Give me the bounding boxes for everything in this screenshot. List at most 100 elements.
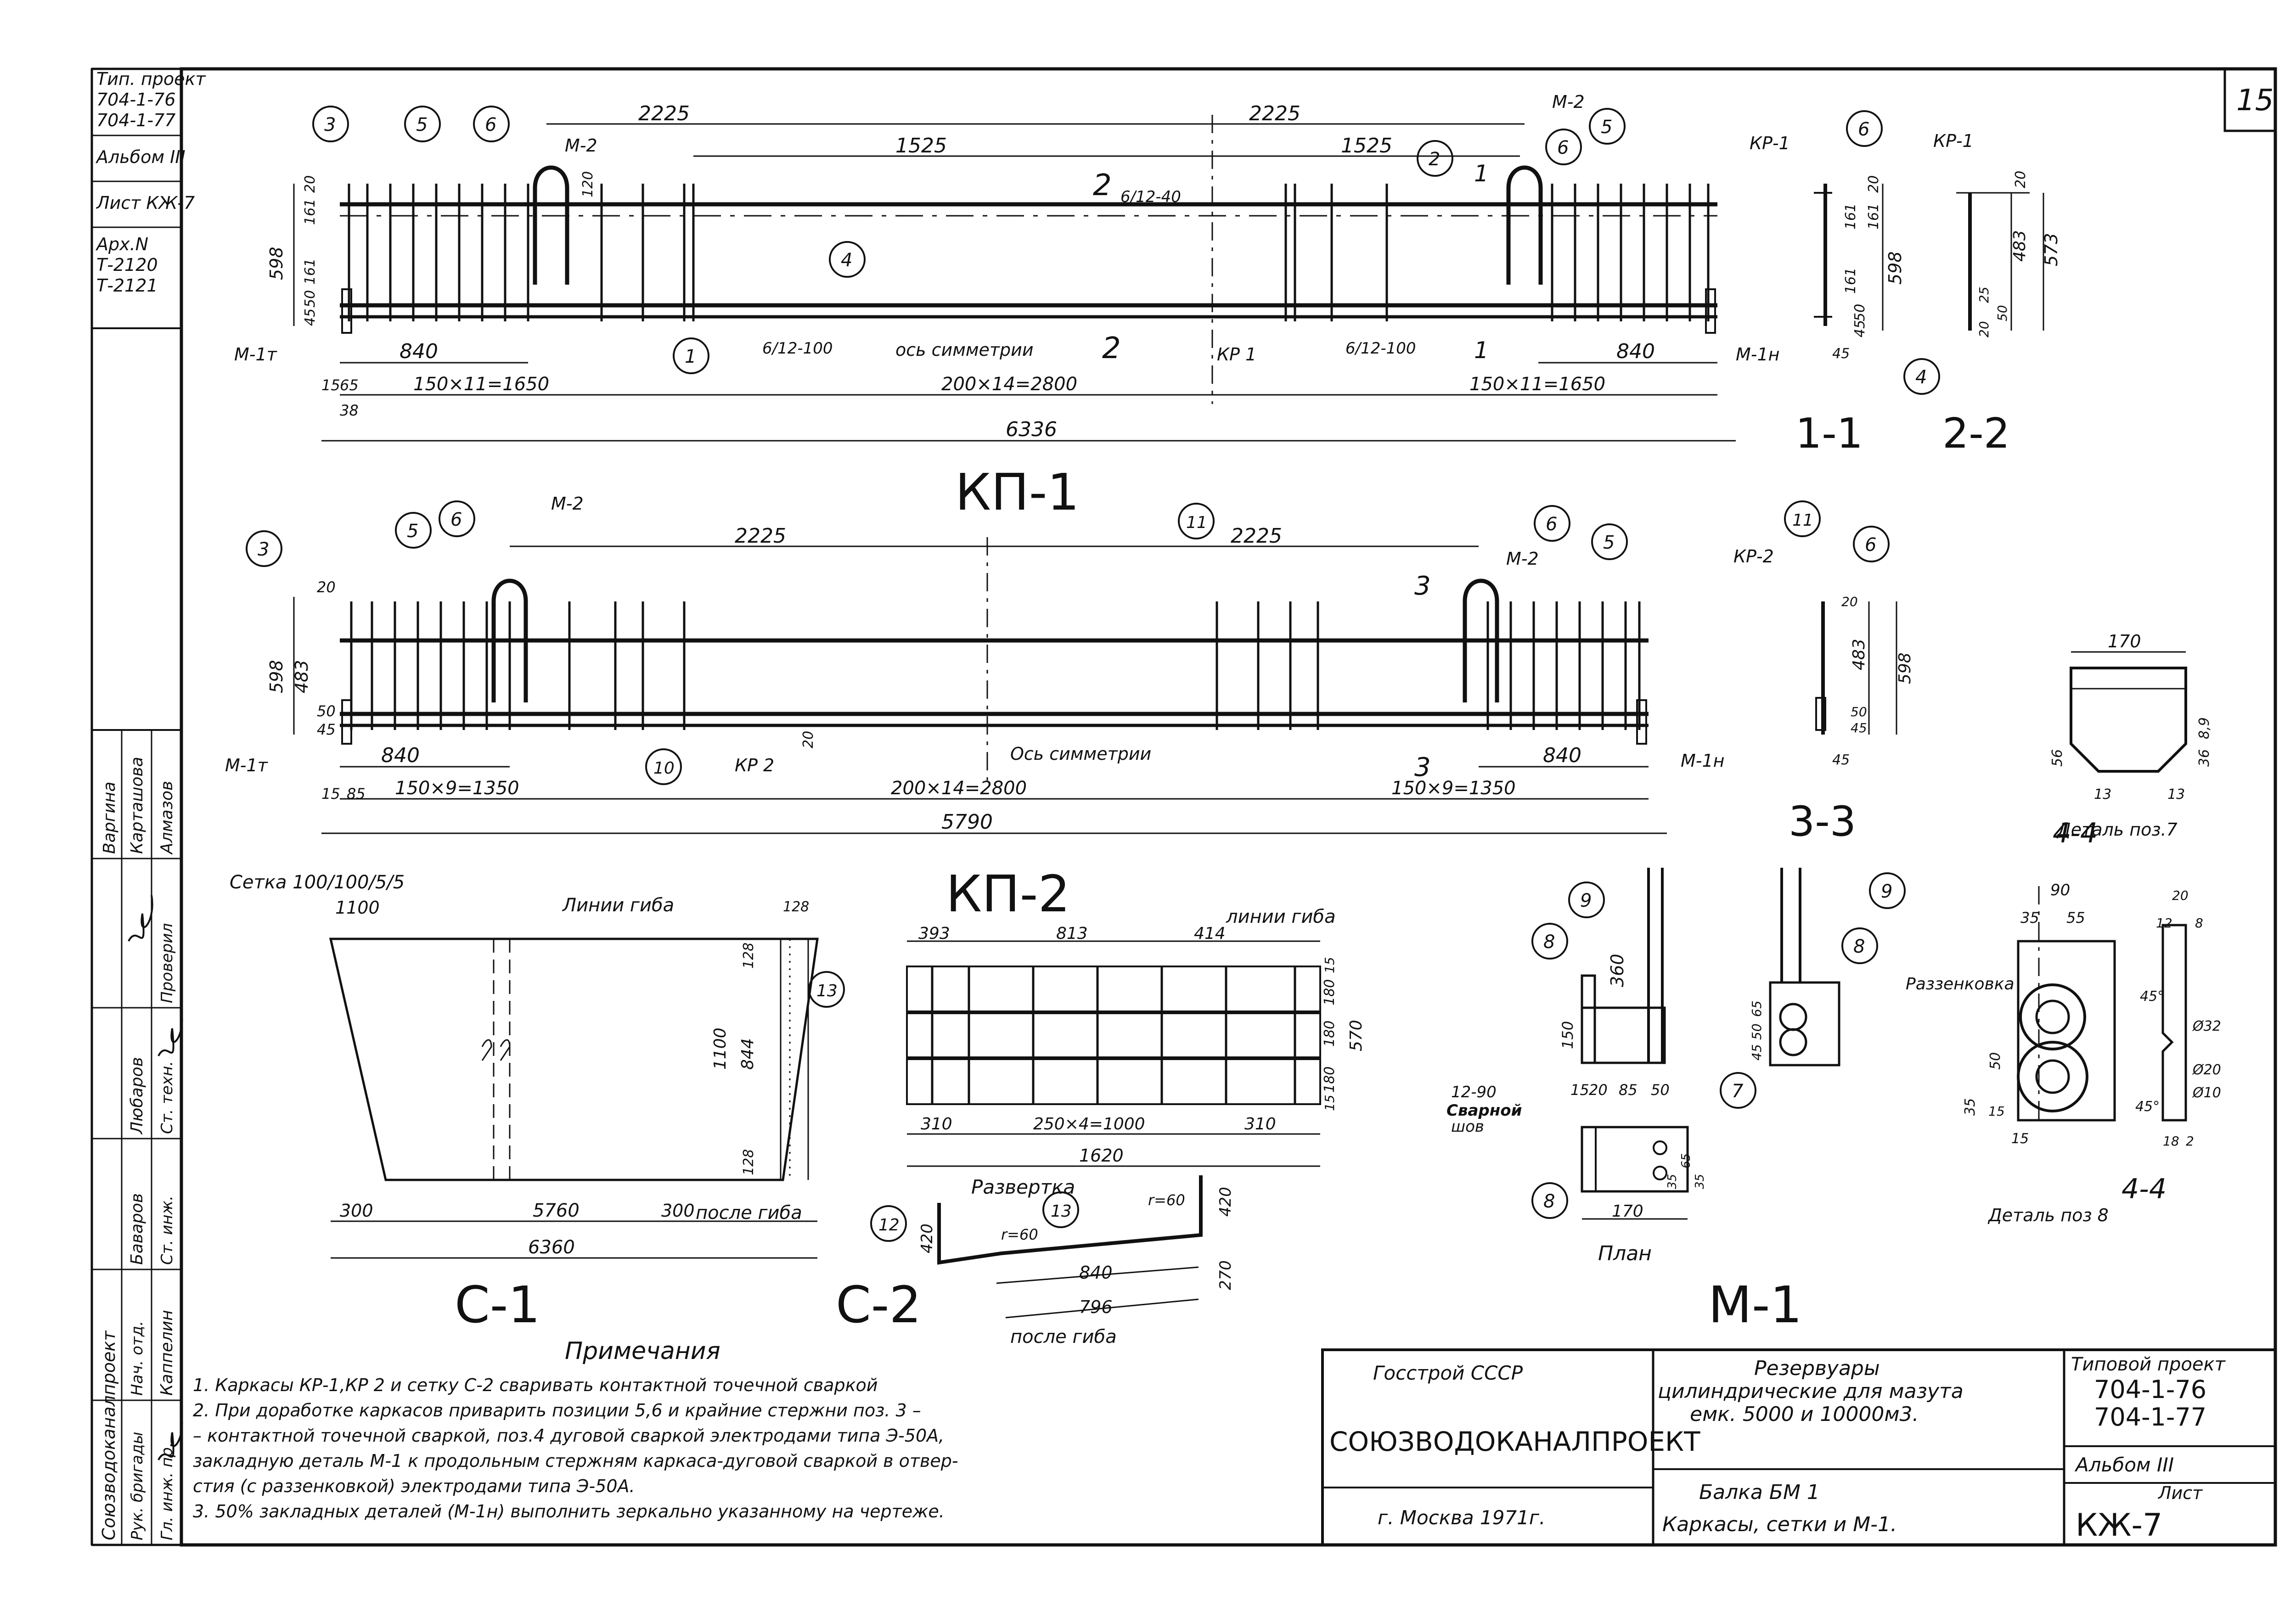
note-5: стия (с раззенковкой) электродами типа Э… (193, 1476, 635, 1496)
kp2-dim-20b: 20 (800, 731, 816, 748)
kp2-dim-598: 598 (266, 660, 287, 693)
sec11-dim-598: 598 (1885, 251, 1905, 285)
kp2-callout-6-right: 6 (1546, 514, 1557, 535)
s2-title: С-2 (836, 1275, 921, 1334)
role-4: Ст. инж. (158, 1196, 176, 1265)
notes-title: Примечания (565, 1337, 720, 1365)
s2-dim-393: 393 (918, 924, 950, 943)
s2-callout-13-circle (808, 971, 845, 1008)
m1-callout-8-right: 8 (1853, 936, 1865, 957)
s2-callout-12-circle (870, 1205, 907, 1242)
kp1-label-spacing-center: 6/12-40 (1120, 188, 1181, 206)
detail7-drawing (2070, 651, 2187, 773)
kp1-dim-161a: 161 (302, 199, 318, 225)
kp2-label-kp2: КР 2 (735, 755, 774, 775)
s1-dim-300-right: 300 (661, 1201, 695, 1221)
detail8-dim-50: 50 (1987, 1052, 2003, 1070)
s1-dim-5760: 5760 (533, 1200, 580, 1221)
kp2-label-m1t: М-1т (225, 755, 269, 775)
kp1-callout-5: 5 (416, 114, 428, 135)
kp2-dim-15: 15 (321, 785, 340, 803)
sec33-callout-11: 11 (1792, 511, 1813, 530)
s2-razvertka: Развертка (971, 1176, 1075, 1198)
tb-content: Каркасы, сетки и М-1. (1662, 1513, 1897, 1536)
kp1-callout-4: 4 (841, 250, 852, 271)
signature-block: Союзводоканалпроект Рук. бригады Гл. инж… (91, 729, 183, 1546)
sec11-dim-50: 50 (1852, 304, 1868, 321)
s1-after-bend: после гиба (696, 1202, 802, 1224)
sec22-title: 2-2 (1942, 410, 2010, 458)
kp1-callout-6-right: 6 (1557, 137, 1569, 158)
s1-title: С-1 (455, 1275, 540, 1334)
s1-dim-1100-top: 1100 (335, 898, 380, 918)
kp1-dim-840-right: 840 (1616, 340, 1655, 363)
sec22-label-kp1: КР-1 (1933, 131, 1974, 151)
m1-drawing (1581, 868, 1840, 1220)
sec11-dim-45: 45 (1852, 320, 1868, 337)
role-3: Нач. отд. (128, 1321, 146, 1396)
kp1-callout-3: 3 (324, 114, 336, 135)
m1-dim-35b: 35 (1693, 1174, 1707, 1189)
note-3: – контактной точечной сваркой, поз.4 дуг… (193, 1426, 944, 1446)
sec11-title: 1-1 (1795, 410, 1863, 458)
name-5: Баваров (128, 1193, 146, 1265)
sec33-dim-50: 50 (1851, 704, 1867, 719)
name-1: Варгина (100, 781, 119, 854)
name-2: Карташова (128, 757, 146, 854)
s2-dim-570: 570 (1347, 1020, 1366, 1051)
m1-callout-7: 7 (1732, 1081, 1744, 1102)
sec33-dim-45: 45 (1851, 720, 1867, 735)
s1-dim-844: 844 (738, 1038, 757, 1070)
kp1-dim-2225-left: 2225 (638, 102, 690, 125)
m1-dim-85: 85 (1619, 1081, 1638, 1099)
kp1-dim-65: 65 (340, 376, 359, 394)
s1-dim-6360: 6360 (528, 1237, 575, 1258)
sec22-dim-20: 20 (2013, 171, 2029, 188)
kp2-section-3-top: 3 (1414, 571, 1431, 601)
sec22-dim-573: 573 (2041, 233, 2061, 266)
sec22-callout-circle (1903, 358, 1940, 395)
kp1-dim-840-left: 840 (400, 340, 438, 363)
s2-dim-420-right: 420 (1216, 1187, 1235, 1217)
s2-radius-right: r=60 (1148, 1191, 1185, 1209)
s1-dim-128-top: 128 (783, 899, 809, 915)
kp2-callout-6-left: 6 (450, 509, 462, 530)
m1-weld-size: 12-90 (1451, 1083, 1497, 1101)
kp1-label-spacing-right: 6/12-100 (1345, 339, 1416, 358)
kp2-label-m2-left: М-2 (551, 494, 584, 514)
m1-dim-35: 35 (1666, 1174, 1679, 1189)
s2-dim-310-left: 310 (921, 1115, 952, 1134)
stamp-line-6: Арх.N (95, 234, 148, 254)
detail7-dim-89: 8,9 (2196, 717, 2212, 739)
kp2-label-m1n: М-1н (1681, 751, 1725, 771)
m1-dim-15: 15 (1570, 1081, 1589, 1099)
m1-dim-45: 45 (1749, 1044, 1764, 1061)
detail8-dia-20: Ø20 (2192, 1062, 2221, 1078)
m1-callouts: 9 8 9 8 7 8 (1531, 872, 1906, 1219)
s2-dim-840: 840 (1079, 1263, 1113, 1283)
kp1-callout-5-right: 5 (1601, 117, 1612, 138)
kp2-callout-5-right: 5 (1603, 532, 1615, 553)
kp1-dim-2225-right: 2225 (1249, 102, 1300, 125)
tb-project-3: емк. 5000 и 10000м3. (1690, 1403, 1919, 1426)
detail8-dim-15b: 15 (1988, 1104, 2005, 1119)
m1-callout-9-left: 9 (1580, 890, 1592, 911)
kp1-dim-200x14: 200×14=2800 (941, 374, 1077, 395)
kp1-dim-6336: 6336 (1006, 418, 1057, 441)
tb-album: Альбом III (2074, 1454, 2174, 1476)
kp1-dim-1525-right: 1525 (1341, 134, 1392, 157)
note-1: 1. Каркасы КР-1,КР 2 и сетку С-2 сварива… (193, 1375, 878, 1395)
kp1-dim-120: 120 (580, 171, 596, 197)
kp2-title: КП-2 (946, 865, 1070, 923)
left-stamp: Тип. проект 704-1-76 704-1-77 Альбом III… (91, 68, 206, 329)
sec33-dim-20: 20 (1841, 594, 1858, 609)
stamp-line-2: 704-1-76 (96, 90, 175, 110)
name-6: Любаров (128, 1057, 146, 1135)
detail7-title: Деталь поз.7 (2056, 820, 2178, 840)
s2-dim-180a: 180 (1322, 979, 1338, 1005)
note-4: закладную деталь М-1 к продольным стержн… (193, 1451, 958, 1471)
kp1-section-1-bottom: 1 (1474, 337, 1489, 364)
detail7-dim-13a: 13 (2094, 786, 2111, 803)
sec11-drawing (1814, 184, 1884, 331)
